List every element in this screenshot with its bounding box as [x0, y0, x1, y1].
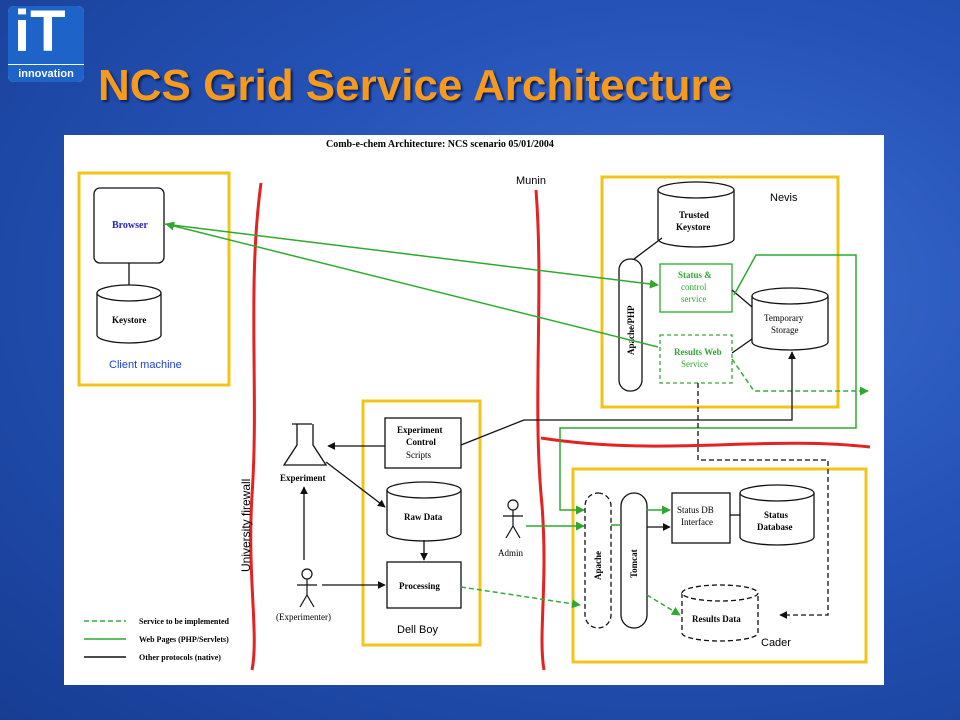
client-machine-label: Client machine	[109, 359, 182, 371]
apache-php-label: Apache/PHP	[626, 305, 636, 355]
admin-figure-icon	[503, 499, 523, 539]
logo-glyph: iT	[14, 6, 66, 64]
results-web-label-1: Results Web	[674, 347, 722, 357]
legend: Service to be implemented Web Pages (PHP…	[84, 617, 230, 662]
status-to-cader-web-route	[559, 254, 857, 515]
experiment-control-label-2: Control	[406, 437, 436, 447]
it-innovation-logo: iT innovation	[8, 6, 84, 82]
processing-box	[386, 561, 462, 609]
university-firewall-line	[249, 182, 263, 671]
tomcat-results-link	[646, 594, 681, 616]
experimenter-label: (Experimenter)	[276, 612, 331, 622]
diagram-caption: Comb-e-chem Architecture: NCS scenario 0…	[326, 139, 554, 150]
status-database-label-2: Database	[757, 522, 793, 532]
results-data-cylinder	[681, 584, 759, 642]
processing-label: Processing	[399, 581, 440, 591]
tomcat-label: Tomcat	[629, 549, 639, 578]
keystore-cylinder	[96, 284, 162, 344]
experiment-control-box	[384, 417, 462, 469]
experimenter-figure-icon	[297, 568, 317, 608]
trusted-keystore-cylinder	[657, 181, 735, 248]
results-to-storage-dashed-route	[731, 358, 869, 396]
temporary-storage-cylinder	[751, 287, 829, 351]
apache-php-box	[618, 258, 643, 392]
dellboy-zone	[361, 399, 482, 647]
legend-label-service: Service to be implemented	[139, 617, 230, 626]
browser-status-web-link	[163, 223, 659, 289]
temporary-storage-label-1: Temporary	[764, 313, 804, 323]
legend-label-web: Web Pages (PHP/Servlets)	[139, 635, 229, 644]
status-db-interface-box	[671, 492, 731, 544]
architecture-diagram: Comb-e-chem Architecture: NCS scenario 0…	[64, 135, 884, 685]
status-control-label-2: control	[681, 282, 707, 292]
control-temp-link	[460, 419, 525, 446]
status-database-label-1: Status	[764, 510, 789, 520]
firewall-label: University firewall	[239, 479, 253, 572]
status-db-interface-label-2: Interface	[681, 517, 713, 527]
status-control-label-1: Status &	[678, 270, 712, 280]
nevis-label: Nevis	[770, 192, 798, 204]
browser-label: Browser	[112, 220, 148, 231]
results-web-to-data-route	[697, 383, 829, 619]
legend-label-native: Other protocols (native)	[139, 653, 221, 662]
experiment-flask-icon	[282, 423, 328, 466]
results-web-label-2: Service	[681, 359, 708, 369]
tomcat-box	[620, 492, 648, 629]
dellboy-label: Dell Boy	[397, 624, 438, 636]
results-data-label: Results Data	[692, 614, 741, 624]
keystore-label: Keystore	[112, 315, 146, 325]
browser-results-web-link	[165, 221, 659, 348]
logo-mark	[8, 6, 84, 64]
admin-label: Admin	[498, 548, 524, 558]
trusted-keystore-label-1: Trusted	[679, 210, 709, 220]
nevis-cader-boundary-line	[540, 436, 871, 449]
logo-subtitle: innovation	[8, 64, 84, 82]
apache-box	[584, 492, 612, 629]
experiment-to-rawdata-link	[325, 461, 386, 508]
cader-zone	[571, 467, 868, 664]
status-control-label-3: service	[681, 294, 706, 304]
cader-label: Cader	[761, 637, 791, 649]
raw-data-label: Raw Data	[404, 512, 443, 522]
architecture-svg: Comb-e-chem Architecture: NCS scenario 0…	[77, 139, 871, 671]
apache-label: Apache	[593, 551, 603, 580]
munin-label: Munin	[516, 175, 546, 187]
control-to-temp-route	[524, 351, 796, 421]
experiment-label: Experiment	[280, 473, 326, 483]
experiment-control-label-3: Scripts	[406, 450, 431, 460]
status-database-cylinder	[739, 484, 815, 546]
trusted-keystore-label-2: Keystore	[676, 222, 710, 232]
experiment-control-label-1: Experiment	[397, 425, 443, 435]
apache-trusted-link	[633, 237, 663, 260]
status-control-box	[659, 263, 733, 313]
client-machine-zone	[77, 171, 231, 387]
munin-boundary-line	[534, 189, 546, 671]
nevis-zone	[600, 175, 840, 409]
slide-title: NCS Grid Service Architecture	[98, 61, 733, 110]
results-temp-link	[731, 338, 753, 354]
temporary-storage-label-2: Storage	[771, 325, 799, 335]
status-db-interface-label-1: Status DB	[677, 505, 714, 515]
results-web-box	[659, 334, 733, 384]
processing-to-results-dashed	[460, 586, 581, 609]
